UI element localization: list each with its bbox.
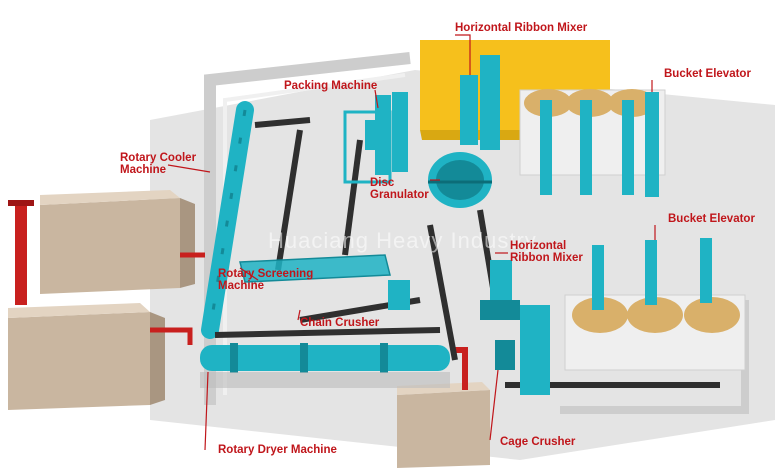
boundary-wall-inner: [223, 73, 406, 395]
packing-machine: [343, 110, 392, 184]
building-lower: [8, 303, 165, 410]
label-cage-crusher: Cage Crusher: [500, 436, 576, 448]
chain-crusher: [388, 280, 410, 310]
label-chain-crusher: Chain Crusher: [300, 317, 380, 329]
building-bottom: [397, 382, 490, 468]
label-rotary-dryer: Rotary Dryer Machine: [218, 444, 337, 456]
leader-lines: [167, 34, 656, 451]
label-bucket-elevator-top: Bucket Elevator: [664, 68, 751, 80]
mid-ribbon-mixer: [480, 260, 550, 395]
building-upper: [40, 190, 195, 294]
label-packing-machine: Packing Machine: [284, 80, 378, 92]
chimney-pipe: [8, 200, 468, 390]
rotary-dryer: [200, 343, 450, 388]
cage-crusher: [495, 340, 515, 370]
bucket-elevator-group-top: [519, 89, 666, 197]
bucket-elevator-group-right: [564, 238, 746, 371]
rotary-screening: [239, 254, 391, 283]
label-horizontal-ribbon-mixer-top: Horizontal Ribbon Mixer: [455, 22, 588, 34]
rotary-cooler: [201, 101, 254, 339]
disc-granulator: [428, 152, 492, 208]
watermark-text: Huaciang Heavy Industry: [268, 228, 537, 253]
label-bucket-elevator-right: Bucket Elevator: [668, 213, 755, 225]
